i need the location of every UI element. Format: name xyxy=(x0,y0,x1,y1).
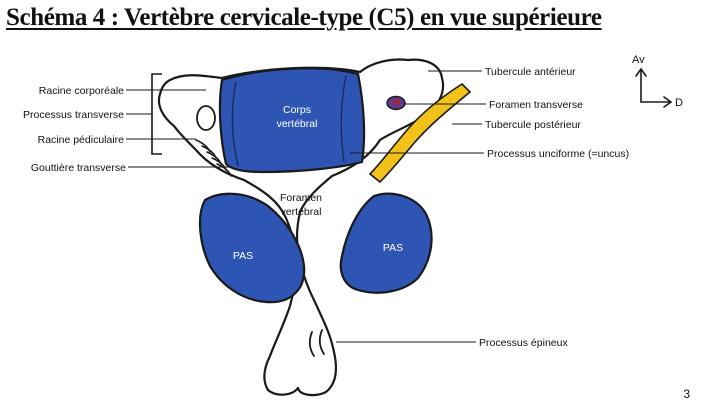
diagram-title: Schéma 4 : Vertèbre cervicale-type (C5) … xyxy=(6,4,602,31)
compass-right-label: D xyxy=(675,97,683,109)
compass-up-head xyxy=(635,67,647,77)
left-bracket xyxy=(151,73,162,155)
body-right-border xyxy=(340,75,347,163)
vertebral-body xyxy=(218,67,366,174)
spinous-process-marks xyxy=(308,329,325,357)
pas-right-shape xyxy=(339,192,433,294)
label-racine-pediculaire: Racine pédiculaire xyxy=(38,134,125,146)
label-racine-corporeale: Racine corporéale xyxy=(39,85,124,97)
orientation-compass xyxy=(635,67,673,108)
body-left-border xyxy=(231,81,239,167)
corps-label-1: Corps xyxy=(283,104,311,116)
transverse-groove-marks xyxy=(195,139,232,177)
pas-left-label: PAS xyxy=(233,250,253,262)
label-tubercule-posterieur: Tubercule postérieur xyxy=(485,119,581,131)
label-foramen-transverse: Foramen transverse xyxy=(489,99,583,111)
foramen-vertebral-label-2: vertébral xyxy=(281,206,322,218)
label-tubercule-anterieur: Tubercule antérieur xyxy=(485,66,576,78)
compass-right-head xyxy=(663,96,673,108)
foramen-vertebral-label-1: Foramen xyxy=(280,192,322,204)
compass-anterior-label: Av xyxy=(632,54,645,66)
left-transverse-foramen xyxy=(196,105,216,131)
label-processus-unciforme: Processus unciforme (=uncus) xyxy=(487,148,629,160)
uncinate-process xyxy=(368,82,472,184)
label-gouttiere-transverse: Gouttière transverse xyxy=(31,162,126,174)
pas-right-label: PAS xyxy=(383,242,403,254)
foramen-vessel-dot xyxy=(394,99,400,105)
label-processus-epineux: Processus épineux xyxy=(479,337,568,349)
corps-label-2: vertébral xyxy=(277,118,318,130)
pas-left-shape xyxy=(198,192,306,304)
page-number: 3 xyxy=(683,387,690,401)
label-processus-transverse: Processus transverse xyxy=(23,109,124,121)
